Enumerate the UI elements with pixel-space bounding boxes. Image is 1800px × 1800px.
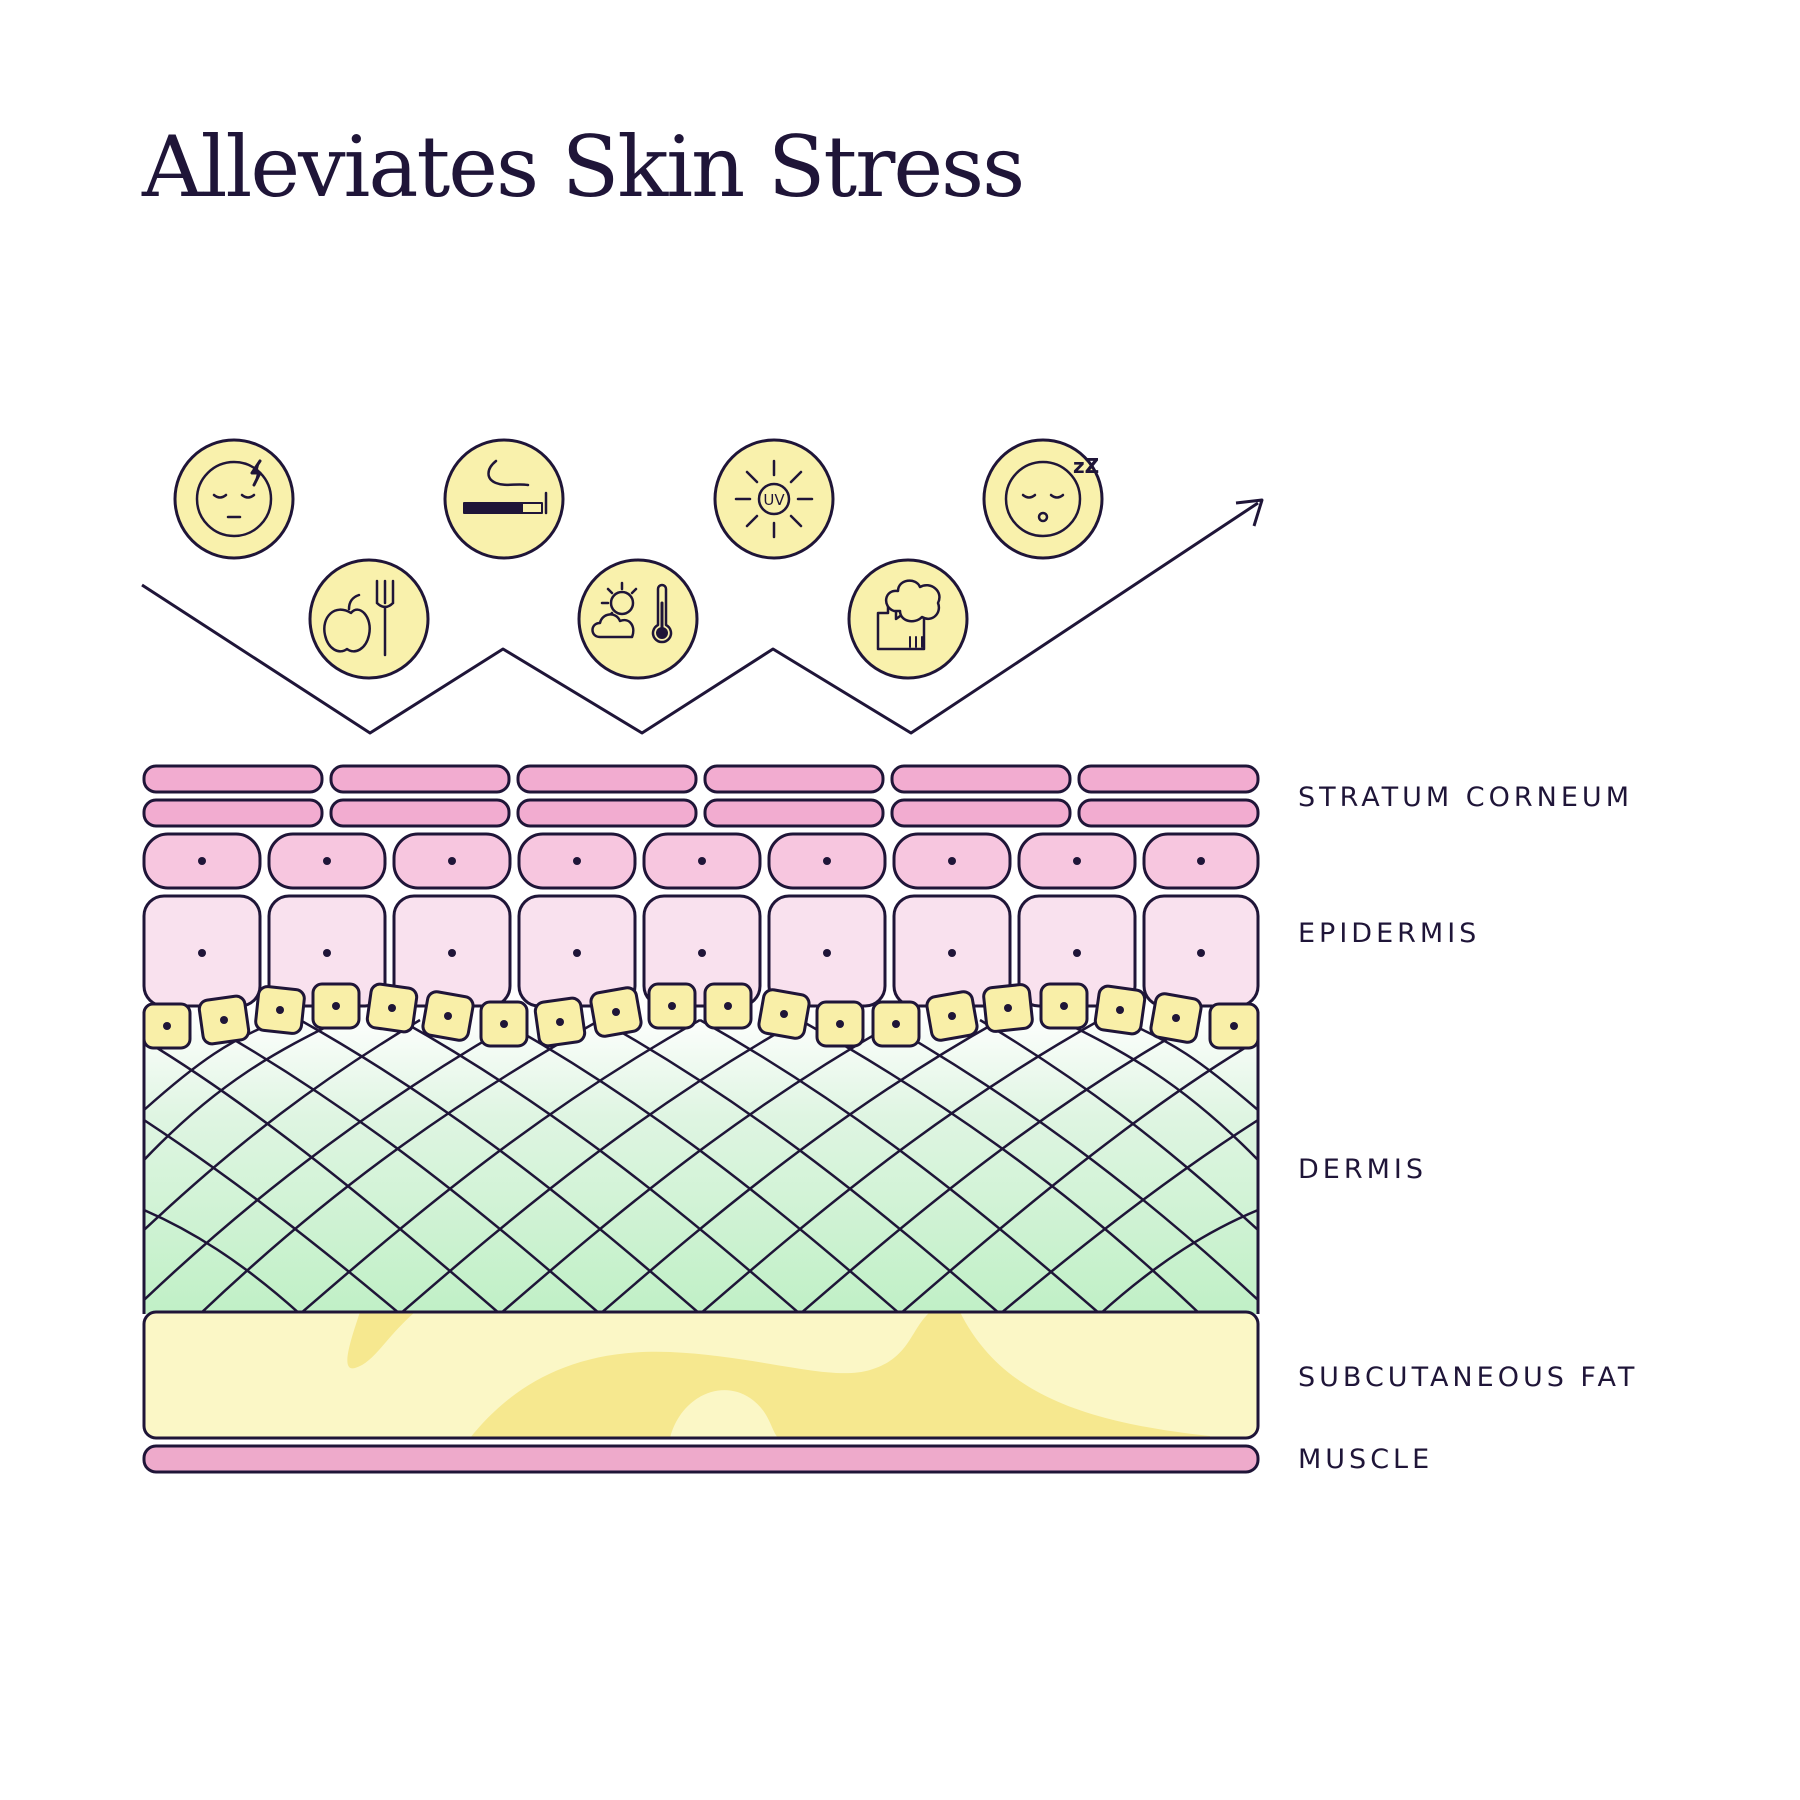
muscle-layer: [142, 1444, 1260, 1474]
epidermis-upper-cells: [142, 832, 1260, 890]
dermis-layer: [142, 1010, 1260, 1314]
pollution-factory-icon: [847, 558, 969, 680]
label-dermis: DERMIS: [1298, 1154, 1427, 1185]
label-epidermis: EPIDERMIS: [1298, 918, 1480, 949]
uv-text: UV: [763, 491, 785, 509]
stress-line: [141, 498, 1264, 735]
arrow-head-icon: [1235, 498, 1264, 527]
weather-temperature-icon: [577, 558, 699, 680]
sleep-face-icon: zZ: [982, 438, 1104, 560]
label-muscle: MUSCLE: [1298, 1444, 1433, 1475]
label-subcutaneous-fat: SUBCUTANEOUS FAT: [1298, 1362, 1638, 1393]
epidermis-lower-cells: [142, 894, 1260, 1008]
label-stratum-corneum: STRATUM CORNEUM: [1298, 782, 1633, 813]
diet-icon: [308, 558, 430, 680]
uv-sun-icon: UV: [713, 438, 835, 560]
page-title: Alleviates Skin Stress: [142, 118, 1025, 216]
subcutaneous-fat-layer: [142, 1310, 1260, 1440]
stratum-corneum-layer: [142, 764, 1260, 828]
basal-cells: [142, 982, 1260, 1050]
zz-text: zZ: [1073, 454, 1099, 478]
stressed-face-icon: [173, 438, 295, 560]
collagen-fibers: [144, 1018, 1258, 1314]
cigarette-icon: [443, 438, 565, 560]
